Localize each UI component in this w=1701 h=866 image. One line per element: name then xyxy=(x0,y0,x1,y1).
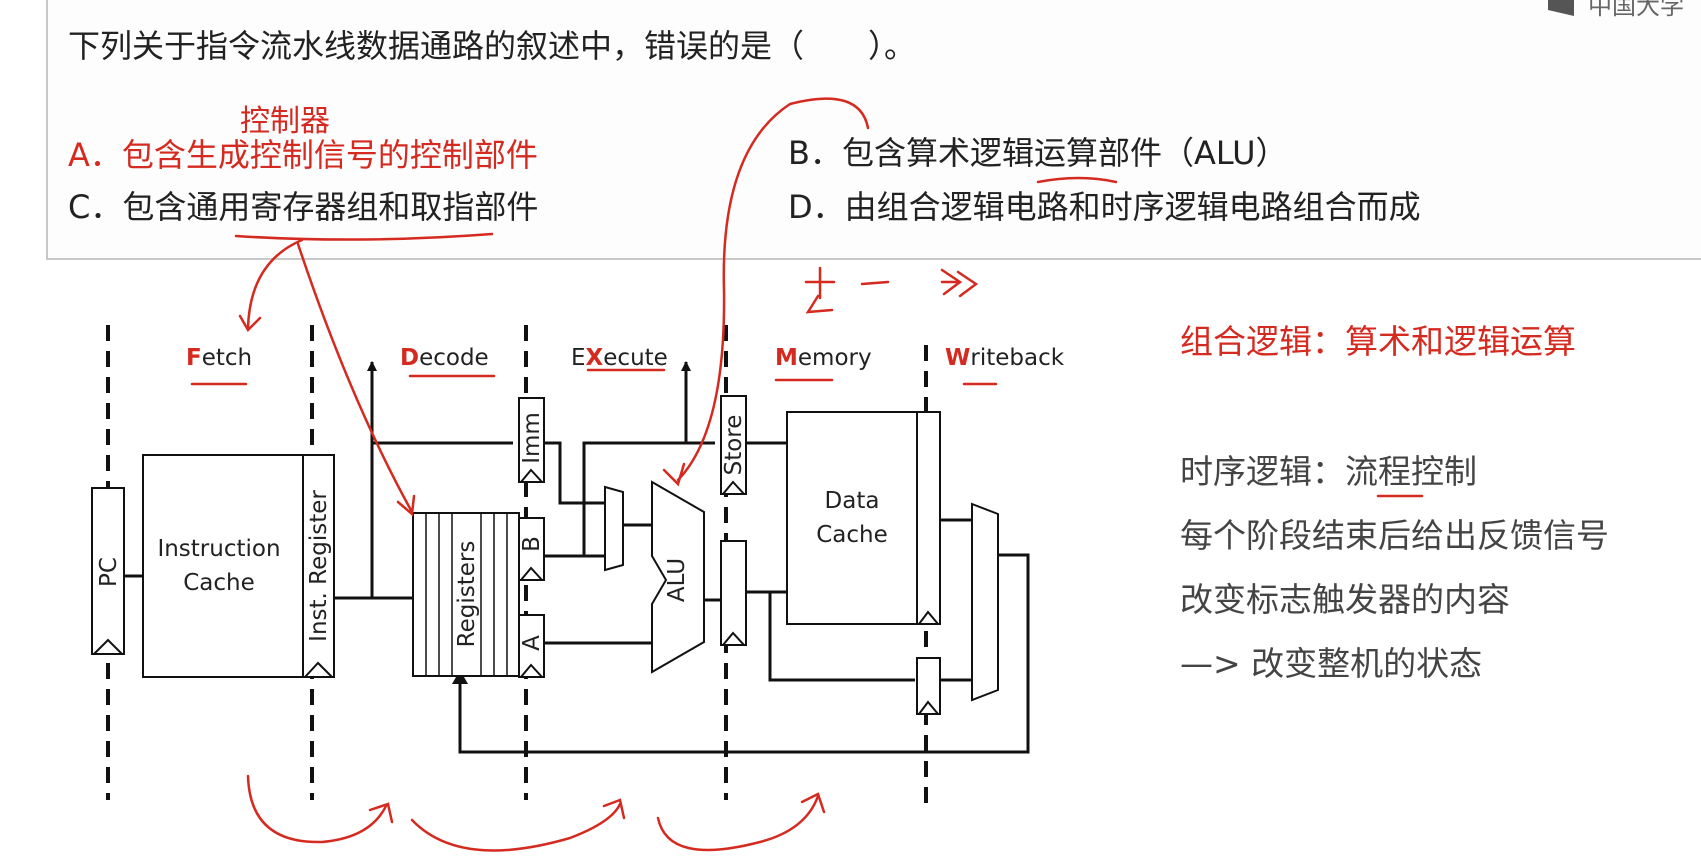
four-mark xyxy=(805,294,834,314)
note-flag-flipflop: 改变标志触发器的内容 xyxy=(1180,580,1510,619)
instruction-register xyxy=(302,454,335,678)
arrow-to-alu xyxy=(676,97,870,482)
wire-b-to-store xyxy=(582,441,715,556)
pc-clock xyxy=(93,638,123,655)
note-combinational-logic: 组合逻辑：算术和逻辑运算 xyxy=(1180,322,1576,361)
handwritten-note-controller: 控制器 xyxy=(240,104,330,139)
underline-register-group xyxy=(234,232,494,241)
stage-label-fetch: Fetch xyxy=(186,345,252,371)
watermark-logo-text: 中国大学 xyxy=(1588,0,1684,20)
wire-pipereg-bypass xyxy=(768,592,915,682)
note-feedback-signal: 每个阶段结束后给出反馈信号 xyxy=(1180,516,1609,555)
question-stem: 下列关于指令流水线数据通路的叙述中，错误的是（ ）。 xyxy=(68,27,917,65)
stage-label-writeback: Writeback xyxy=(945,345,1065,371)
imm-register xyxy=(518,397,545,483)
handwritten-annotations xyxy=(190,97,1424,852)
wire-writeback-loop xyxy=(458,553,1030,754)
flow-arrow-3 xyxy=(656,794,820,852)
ir-clock xyxy=(304,661,333,678)
pc-register xyxy=(91,487,125,655)
stage-label-memory: Memory xyxy=(775,345,872,371)
stage-label-decode: Decode xyxy=(400,345,489,371)
flow-arrow-2 xyxy=(410,802,622,852)
flow-arrow-1 xyxy=(246,774,388,844)
data-cache xyxy=(786,411,918,625)
minus-sign xyxy=(860,280,890,286)
alu xyxy=(651,480,705,674)
alu-input-mux xyxy=(604,485,624,572)
data-cache-label-1: Data xyxy=(825,488,880,514)
register-file-stripes xyxy=(425,513,508,676)
arrow-to-fetch xyxy=(246,238,304,330)
data-cache-label-2: Cache xyxy=(816,522,888,548)
writeback-mux xyxy=(971,502,999,702)
stage-label-execute: EXecute xyxy=(571,345,668,371)
alu-output-register xyxy=(720,540,747,646)
underline-alu-operation xyxy=(1036,176,1118,184)
instruction-cache-label-2: Cache xyxy=(183,570,255,596)
note-machine-state: —> 改变整机的状态 xyxy=(1180,644,1483,683)
plus-sign xyxy=(804,266,836,300)
note-sequential-logic: 时序逻辑：流程控制 xyxy=(1180,452,1477,491)
watermark-logo xyxy=(1548,0,1701,22)
instruction-cache xyxy=(142,454,304,678)
wire-imm-out xyxy=(544,441,605,505)
data-cache-output-register xyxy=(916,411,941,625)
alu-label: ALU xyxy=(664,558,690,602)
double-chevron xyxy=(940,268,979,298)
pc-label: PC xyxy=(96,557,122,587)
bypass-latch xyxy=(916,657,941,715)
inst-register-label: Inst. Register xyxy=(306,490,332,642)
imm-label: Imm xyxy=(519,412,545,464)
option-d: D．由组合逻辑电路和时序逻辑电路组合而成 xyxy=(788,188,1421,226)
registers-label: Registers xyxy=(454,541,480,648)
arrow-to-registers xyxy=(296,242,414,514)
option-b: B．包含算术逻辑运算部件（ALU） xyxy=(788,134,1288,172)
store-label: Store xyxy=(721,415,747,476)
store-register xyxy=(720,395,747,495)
b-label: B xyxy=(519,536,545,552)
a-label: A xyxy=(519,635,545,651)
option-a: A．包含生成控制信号的控制部件 xyxy=(68,136,538,174)
option-c: C．包含通用寄存器组和取指部件 xyxy=(68,188,539,226)
question-box xyxy=(46,0,1701,260)
instruction-cache-label-1: Instruction xyxy=(157,536,280,562)
